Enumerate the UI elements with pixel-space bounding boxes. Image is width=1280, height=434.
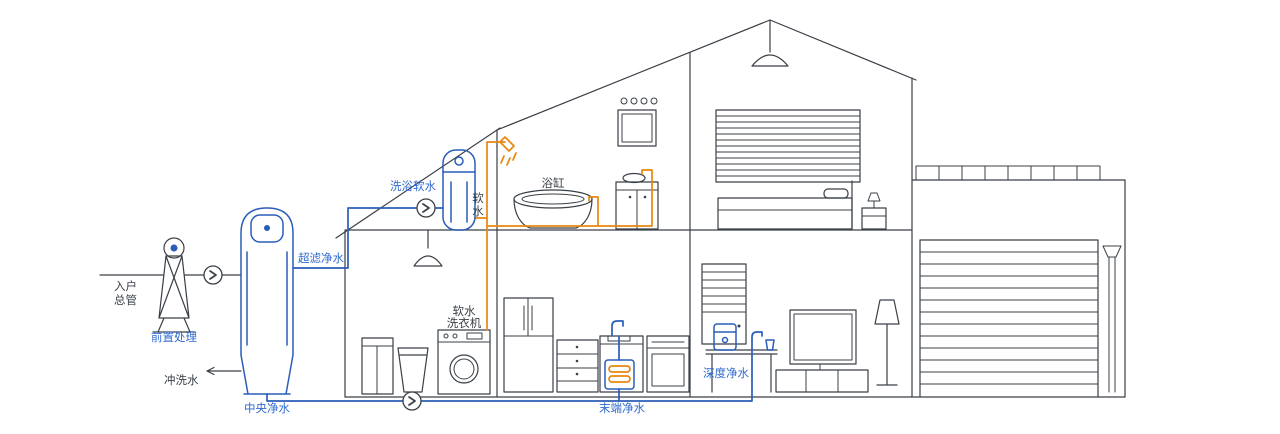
label-terminal-purifier: 末端净水: [599, 401, 645, 415]
garage-door-slats: [919, 251, 1099, 385]
label-inlet-line2: 总管: [114, 293, 137, 307]
louver-slats: [701, 271, 747, 313]
vanity-knob: [628, 195, 632, 199]
flow-arrow-icon: [416, 198, 436, 218]
flush-water-line: [206, 366, 242, 376]
wash-basin: [622, 172, 646, 184]
label-soft-water-char2: 水: [472, 204, 484, 218]
flow-arrow-icon: [402, 391, 422, 411]
living-room: [701, 263, 900, 393]
washer-door-inner: [453, 358, 475, 380]
fridge-lines: [503, 297, 554, 337]
left-roof-slope: [335, 127, 501, 239]
mirror-cabinet-inner: [621, 113, 653, 143]
vanity-knob: [643, 195, 647, 199]
bed: [717, 197, 853, 230]
water-equipment: [99, 149, 775, 395]
label-bath-softener: 洗浴软水: [390, 179, 436, 193]
mirror-cabinet: [617, 109, 657, 147]
pendant-lamp: [751, 19, 789, 67]
label-central-purifier: 中央净水: [244, 401, 290, 415]
ro-filter-cartridge: [608, 365, 631, 373]
central-purifier-unit: [240, 207, 294, 395]
bath-softener-dial: [454, 156, 464, 166]
washer-knob: [443, 333, 449, 339]
bath-softener-tank: [442, 149, 476, 231]
garage: [915, 165, 1122, 397]
nightstand: [861, 207, 887, 230]
pre-filter-unit: [152, 237, 196, 333]
pre-filter-indicator: [170, 244, 178, 252]
bathtub-body: [513, 198, 593, 229]
bathtub-inner: [521, 193, 585, 205]
label-soft-water-char1: 软: [472, 191, 484, 205]
floor-lamp: [874, 299, 900, 386]
label-inlet-line1: 入户: [114, 279, 137, 293]
pipes: [266, 136, 753, 402]
drawer-knob: [575, 345, 579, 349]
oven-lines: [646, 341, 690, 349]
washing-machine: [437, 329, 491, 395]
drawer-knob: [575, 372, 579, 376]
bathroom: [513, 97, 659, 230]
label-deep-purifier: 深度净水: [703, 366, 749, 380]
drawer-unit: [556, 339, 599, 393]
tv-console-dividers: [805, 369, 839, 393]
deep-purifier-unit: [713, 323, 775, 351]
utility-room: [361, 229, 491, 395]
tv-console: [775, 369, 869, 393]
shower-head: [499, 136, 517, 166]
garage-door-frame: [919, 239, 1099, 397]
ceiling-lamp: [413, 229, 443, 267]
window-blind-slats: [715, 115, 861, 177]
pillow: [823, 188, 849, 199]
water-glass: [765, 339, 775, 351]
central-purifier-led: [264, 225, 270, 231]
label-ultrafiltration: 超滤净水: [298, 251, 344, 265]
cabinet-lines: [361, 345, 394, 395]
drawer-knob: [575, 359, 579, 363]
sink-cabinet: [599, 335, 644, 393]
laundry-basket: [397, 347, 429, 393]
tv-screen: [789, 309, 857, 365]
bedside-lamp: [867, 192, 881, 209]
oven-cabinet: [646, 335, 690, 393]
deep-purifier-button: [721, 336, 729, 344]
label-soft-washer-line2: 洗衣机: [447, 316, 482, 330]
bathtub-rim: [513, 189, 593, 209]
oven-door: [651, 353, 685, 387]
purified-water-pipe: [266, 335, 753, 402]
bedroom: [715, 19, 887, 230]
house-structure: [335, 19, 1126, 398]
ultrafiltration-pipe: [292, 207, 444, 269]
water-bar-table: [705, 349, 778, 393]
downspout: [1102, 245, 1122, 393]
kitchen: [503, 297, 690, 393]
washer-knob: [452, 333, 458, 339]
label-flush-water: 冲洗水: [164, 373, 199, 387]
terminal-purifier-unit: [604, 359, 635, 390]
washer-display: [466, 332, 483, 340]
soft-water-pipe: [474, 141, 653, 331]
label-pre-treatment: 前置处理: [151, 330, 197, 344]
label-soft-washer-line1: 软水: [453, 304, 476, 318]
vanity-lights: [620, 97, 658, 105]
vanity-detail-lines: [615, 189, 659, 230]
deep-purifier-faucet: [751, 331, 763, 351]
roof-railing: [915, 165, 1101, 181]
labels: 入户 总管 前置处理 冲洗水 中央净水 超滤净水 洗浴软水 软 水 浴缸 软水 …: [114, 176, 749, 415]
main-roof: [496, 19, 917, 131]
washer-door: [449, 354, 479, 384]
sink-basin: [599, 335, 644, 345]
ro-filter-cartridge: [608, 375, 631, 383]
central-purifier-display: [250, 214, 284, 243]
louver-cabinet-knob: [737, 324, 741, 328]
flow-arrow-icon: [203, 265, 223, 285]
kitchen-faucet: [611, 320, 624, 337]
label-bathtub: 浴缸: [542, 176, 565, 190]
tv-screen-inner: [793, 313, 853, 361]
drawer-lines: [556, 353, 599, 382]
